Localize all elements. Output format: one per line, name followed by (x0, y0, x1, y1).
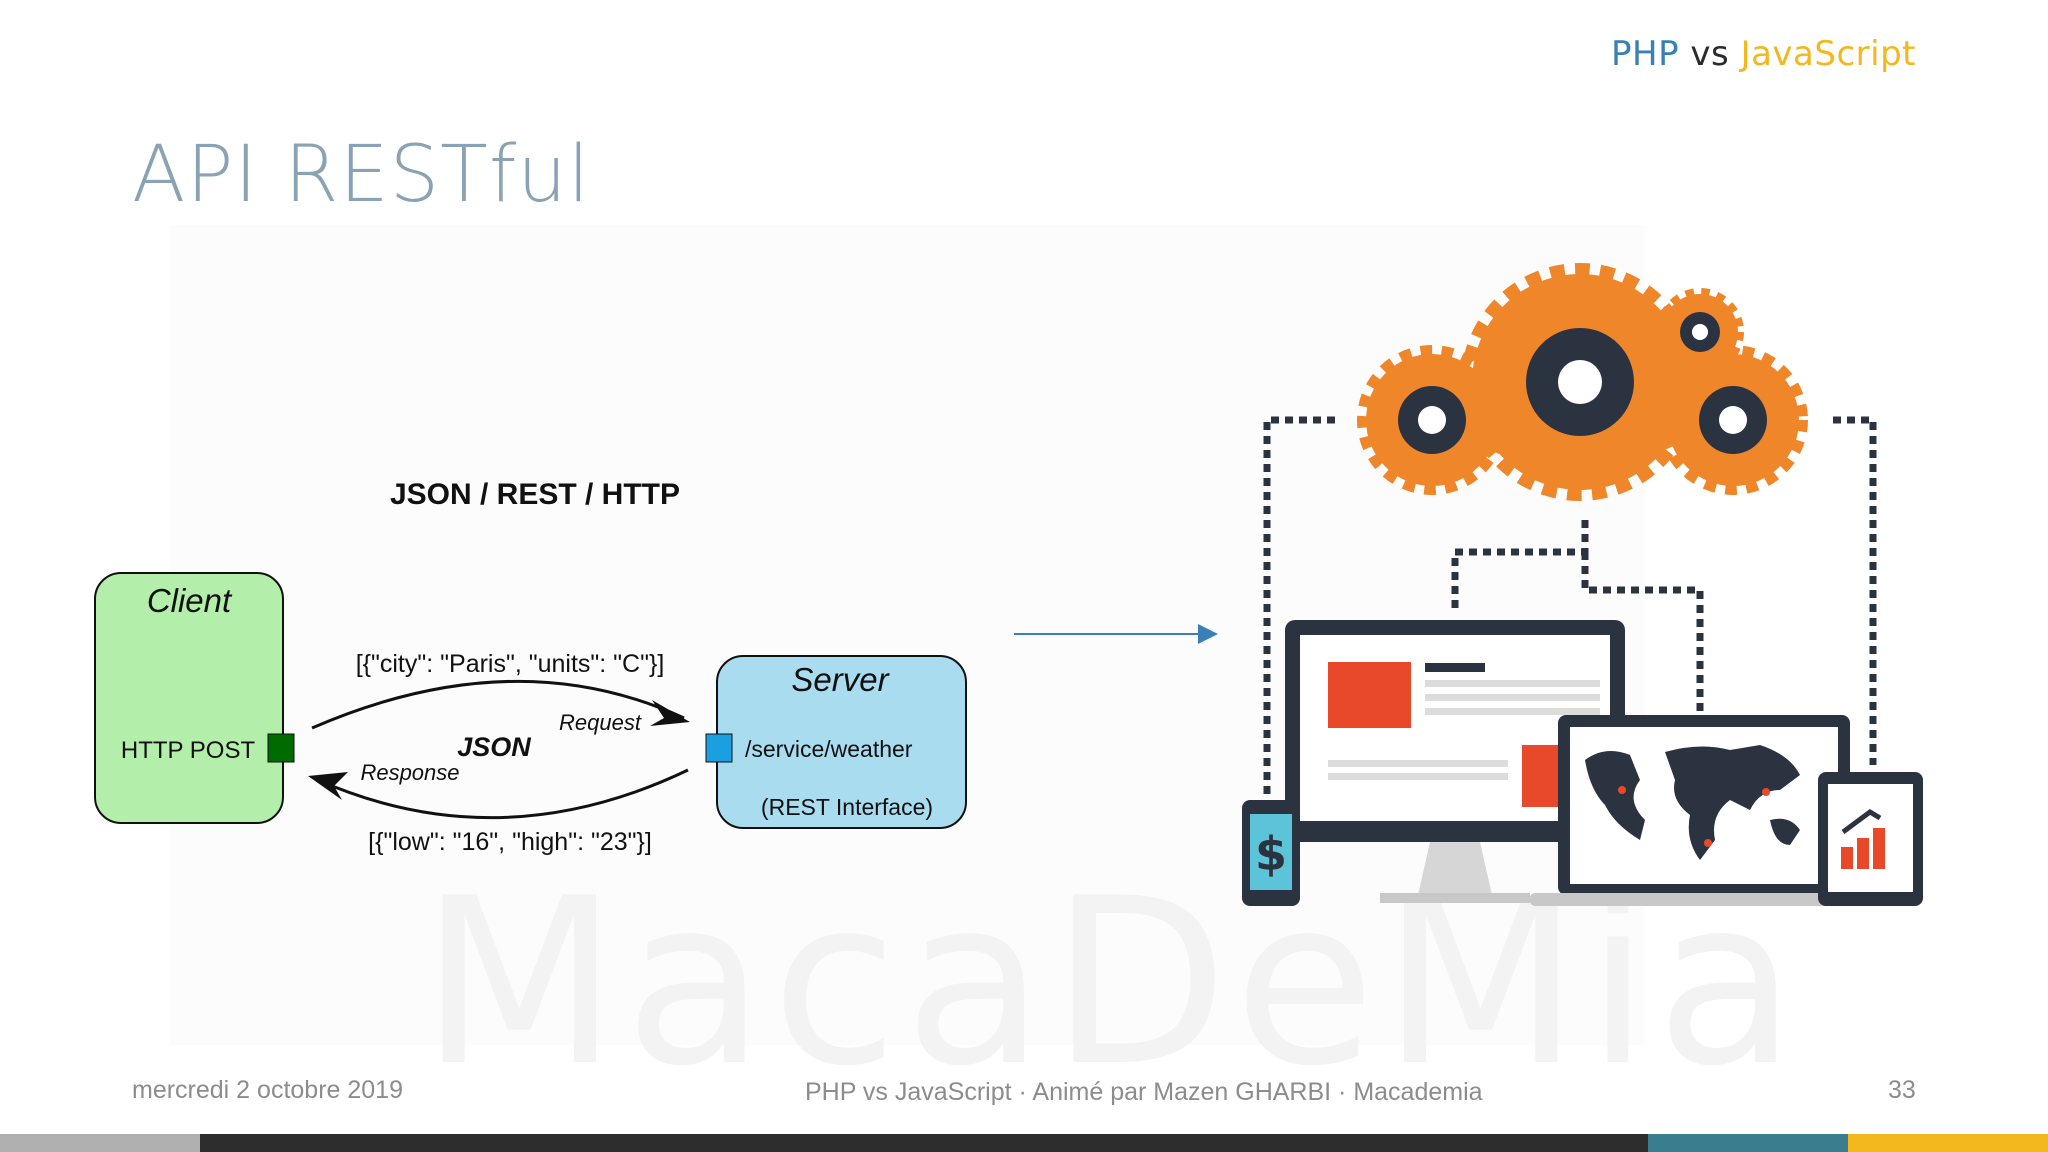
client-title: Client (147, 582, 233, 619)
footer-bar-yellow (1848, 1134, 2048, 1152)
brand-javascript: JavaScript (1740, 34, 1916, 74)
devices-illustration: $ (1242, 263, 1923, 906)
phone-dollar-icon: $ (1242, 800, 1300, 906)
laptop-world-map-icon (1530, 715, 1880, 906)
response-payload: [{"low": "16", "high": "23"}] (368, 828, 652, 856)
svg-text:$: $ (1255, 827, 1287, 881)
footer-bar-gray (0, 1134, 200, 1152)
client-label: HTTP POST (121, 737, 256, 764)
footer-bar-dark (200, 1134, 1648, 1152)
page-number: 33 (1888, 1076, 1916, 1104)
gears-icon (1357, 263, 1808, 501)
request-label: Request (559, 710, 642, 735)
response-arrow (317, 768, 689, 820)
format-label: JSON (457, 732, 531, 762)
server-port (705, 733, 733, 763)
request-arrow-head (650, 700, 690, 726)
diagram-heading: JSON / REST / HTTP (390, 478, 680, 511)
rest-diagram: JSON / REST / HTTP Client HTTP POST Serv… (94, 478, 967, 856)
brand-header: PHP vs JavaScript (1611, 34, 1916, 74)
server-interface: (REST Interface) (761, 794, 933, 820)
response-arrow-head (308, 772, 348, 800)
brand-vs: vs (1690, 34, 1730, 74)
dotted-connectors (1263, 416, 1877, 800)
tablet-chart-icon (1818, 772, 1923, 906)
client-port (267, 733, 295, 763)
server-path: /service/weather (745, 736, 913, 762)
server-title: Server (791, 661, 890, 698)
request-arrow (311, 679, 685, 730)
response-label: Response (360, 760, 459, 785)
slide-title: API RESTful (132, 130, 591, 220)
footer-center-text: PHP vs JavaScript · Animé par Mazen GHAR… (805, 1078, 1483, 1106)
client-box (94, 572, 284, 824)
brand-php: PHP (1611, 34, 1680, 74)
footer-date: mercredi 2 octobre 2019 (132, 1076, 403, 1104)
request-payload: [{"city": "Paris", "units": "C"}] (356, 650, 665, 678)
footer-bar-teal (1648, 1134, 1848, 1152)
